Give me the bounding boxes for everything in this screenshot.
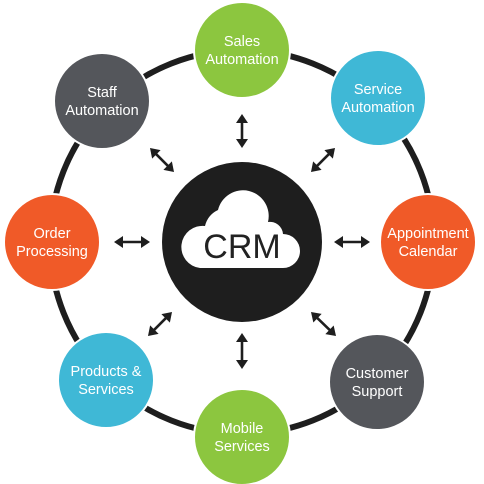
crm-label: CRM xyxy=(203,228,280,266)
crm-modules: SalesAutomationServiceAutomationAppointm… xyxy=(3,1,477,484)
node-circle xyxy=(193,388,291,484)
node-label: Automation xyxy=(65,103,138,119)
node-circle xyxy=(329,49,427,147)
double-arrow-icon xyxy=(114,236,150,248)
node-circle xyxy=(379,193,477,291)
node-label: Appointment xyxy=(387,226,468,242)
node-circle xyxy=(57,331,155,429)
node-label: Automation xyxy=(341,100,414,116)
double-arrow-icon xyxy=(148,312,172,336)
double-arrow-icon xyxy=(150,148,174,172)
node-label: Customer xyxy=(346,366,409,382)
node-label: Processing xyxy=(16,244,88,260)
double-arrow-icon xyxy=(334,236,370,248)
double-arrow-icon xyxy=(311,312,336,336)
double-arrow-icon xyxy=(236,114,248,148)
node-label: Calendar xyxy=(399,244,458,260)
cloud-icon xyxy=(181,190,300,268)
double-arrow-icon xyxy=(236,333,248,369)
double-arrow-icon xyxy=(311,148,335,172)
node-label: Support xyxy=(352,384,403,400)
node-label: Staff xyxy=(87,85,118,101)
node-circle xyxy=(3,193,101,291)
node-label: Mobile xyxy=(221,421,264,437)
node-circle xyxy=(193,1,291,99)
node-circle xyxy=(53,52,151,150)
node-label: Service xyxy=(354,82,402,98)
node-label: Services xyxy=(214,439,270,455)
node-label: Automation xyxy=(205,52,278,68)
node-label: Products & xyxy=(71,364,142,380)
node-label: Order xyxy=(33,226,70,242)
node-products-services: Products & Services xyxy=(57,331,155,429)
node-label: Services xyxy=(78,382,134,398)
node-label: Sales xyxy=(224,34,260,50)
node-circle xyxy=(328,333,426,431)
connector-arrows xyxy=(114,114,370,369)
crm-hub: CRM xyxy=(162,162,322,322)
